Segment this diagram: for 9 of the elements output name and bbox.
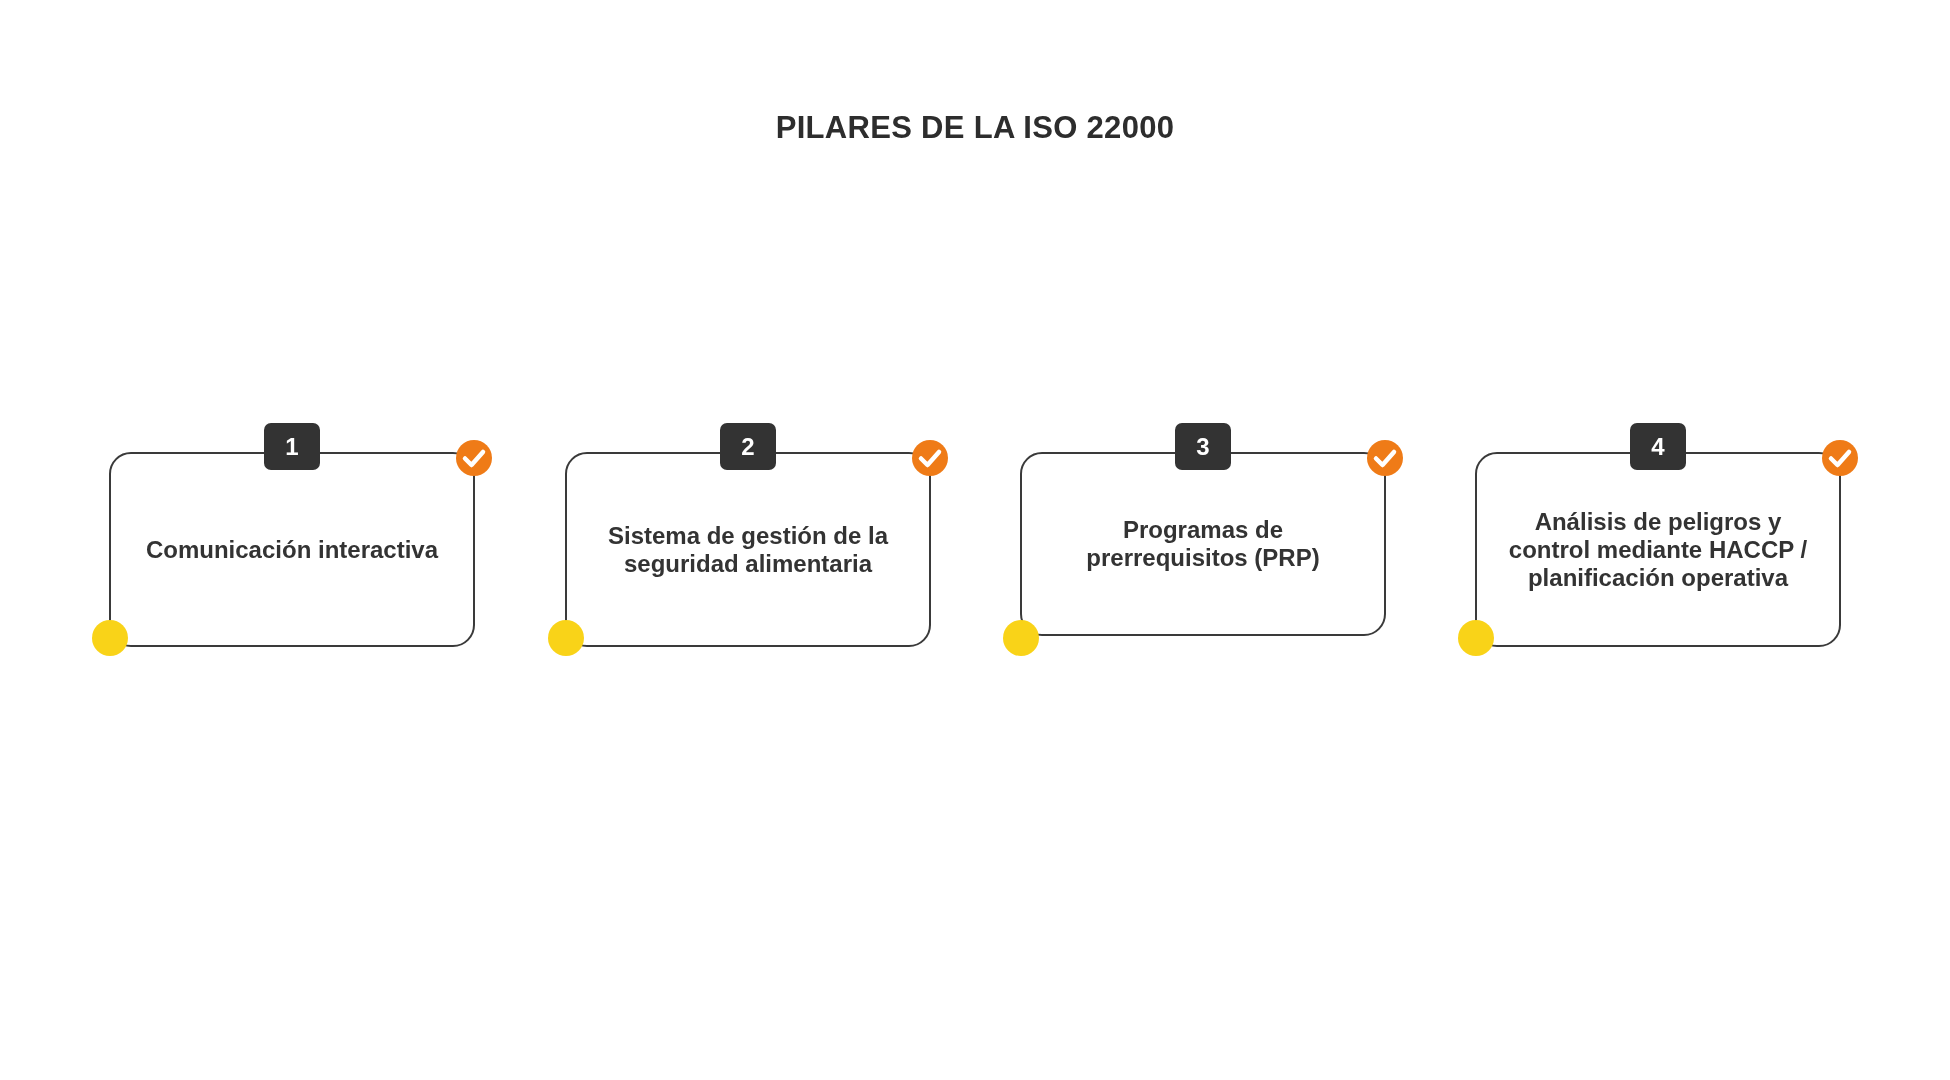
step-number: 3 bbox=[1175, 423, 1231, 470]
pillar-text: Comunicación interactiva bbox=[144, 535, 440, 564]
title: PILARES DE LA ISO 22000 bbox=[774, 110, 1176, 146]
step-number: 2 bbox=[720, 423, 776, 470]
step-number: 1 bbox=[264, 423, 320, 470]
pillar-text: Sistema de gestión de la seguridad alimentaria bbox=[606, 521, 890, 578]
pillar-text: Análisis de peligros y control mediante HACCP / planificación operativa bbox=[1507, 507, 1809, 592]
pillar-text: Programas de prerrequisitos (PRP) bbox=[1085, 516, 1321, 572]
step-number: 4 bbox=[1630, 423, 1686, 470]
